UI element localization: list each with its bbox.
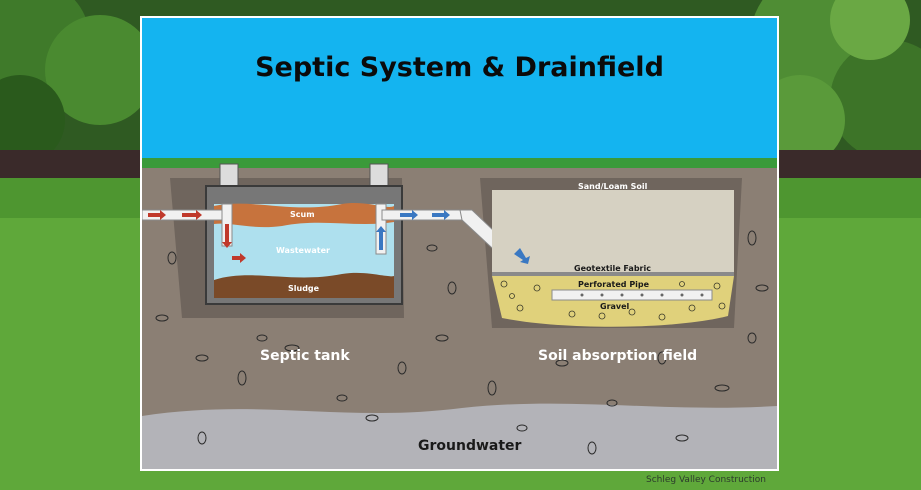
geotextile-fabric-label: Geotextile Fabric [574, 264, 651, 273]
gravel-bed [492, 276, 734, 327]
inflow-arrows [148, 210, 246, 263]
septic-diagram [142, 18, 777, 469]
septic-tank [205, 163, 403, 305]
wastewater-label: Wastewater [276, 246, 330, 255]
sludge-label: Sludge [288, 284, 320, 293]
geotextile-layer [492, 272, 734, 276]
groundwater-layer [142, 403, 777, 469]
groundwater-label: Groundwater [418, 438, 522, 454]
outlet-pipe [381, 209, 467, 221]
arrow-out-up [376, 226, 386, 250]
outflow-arrows [376, 210, 530, 264]
diagram-title: Septic System & Drainfield [255, 52, 664, 83]
gravel-label: Gravel [600, 302, 630, 311]
diagram-panel: Septic System & Drainfield Scum Wastewat… [140, 16, 779, 471]
arrow-out-2 [432, 210, 450, 220]
credit-watermark: Schleg Valley Construction [646, 475, 766, 485]
arrow-in-1 [148, 210, 166, 220]
arrow-out-slope [514, 248, 530, 264]
pipe-perforations [580, 293, 704, 297]
soil-pebbles [155, 230, 769, 455]
tank-sludge [214, 272, 394, 298]
septic-tank-label: Septic tank [260, 348, 350, 364]
gravel-stones [500, 280, 726, 321]
perforated-pipe-label: Perforated Pipe [578, 280, 650, 289]
arrow-in-tank [232, 253, 246, 263]
soil-absorption-field-label: Soil absorption field [538, 348, 698, 364]
tank-scum [214, 203, 394, 228]
sand-loam-layer [492, 190, 734, 274]
sky [142, 18, 777, 170]
sand-loam-soil-label: Sand/Loam Soil [578, 182, 648, 191]
scum-label: Scum [290, 210, 315, 219]
arrow-in-2 [182, 210, 202, 220]
arrow-in-down [222, 224, 232, 248]
arrow-out-1 [400, 210, 418, 220]
perforated-pipe-over [551, 289, 713, 301]
